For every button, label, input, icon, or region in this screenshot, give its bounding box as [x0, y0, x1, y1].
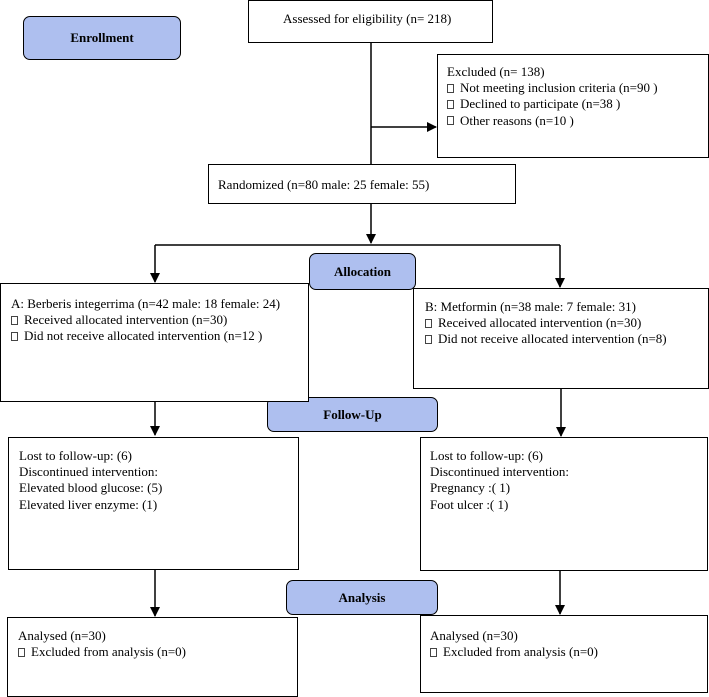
follow-up-right-line: Lost to follow-up: (6)	[430, 448, 544, 463]
follow-up-right-line: Discontinued intervention:	[430, 464, 570, 480]
randomized-text: Randomized (n=80 male: 25 female: 55)	[218, 177, 430, 192]
allocation-left-title: A: Berberis integerrima (n=42 male: 18 f…	[11, 296, 281, 311]
checkbox-icon	[11, 315, 18, 325]
analysis-left-box: Analysed (n=30) Excluded from analysis (…	[7, 617, 298, 697]
excluded-box: Excluded (n= 138) Not meeting inclusion …	[437, 54, 709, 158]
follow-up-right-box: Lost to follow-up: (6) Discontinued inte…	[420, 437, 708, 571]
checkbox-icon	[447, 99, 454, 109]
allocation-left-item: Did not receive allocated intervention (…	[11, 328, 280, 344]
checkbox-icon	[18, 647, 25, 657]
checkbox-icon	[425, 318, 432, 328]
checkbox-icon	[447, 116, 454, 126]
assessed-text: Assessed for eligibility (n= 218)	[283, 11, 452, 26]
allocation-right-title: B: Metformin (n=38 male: 7 female: 31)	[425, 299, 636, 314]
allocation-left-box: A: Berberis integerrima (n=42 male: 18 f…	[0, 283, 309, 402]
follow-up-left-line: Discontinued intervention:	[19, 464, 159, 480]
stage-label-enrollment: Enrollment	[23, 16, 181, 60]
allocation-right-box: B: Metformin (n=38 male: 7 female: 31) R…	[413, 288, 709, 389]
randomized-box: Randomized (n=80 male: 25 female: 55)	[208, 164, 516, 204]
follow-up-left-line: Elevated liver enzyme: (1)	[19, 496, 158, 512]
analysis-right-analysed: Analysed (n=30)	[430, 628, 518, 643]
checkbox-icon	[430, 647, 437, 657]
follow-up-left-box: Lost to follow-up: (6) Discontinued inte…	[8, 437, 299, 570]
checkbox-icon	[447, 83, 454, 93]
analysis-left-excluded: Excluded from analysis (n=0)	[18, 644, 186, 660]
checkbox-icon	[11, 331, 18, 341]
follow-up-left-line: Lost to follow-up: (6)	[19, 448, 133, 463]
allocation-left-item: Received allocated intervention (n=30)	[11, 312, 280, 328]
analysis-right-excluded: Excluded from analysis (n=0)	[430, 644, 598, 660]
follow-up-right-line: Pregnancy :( 1)	[430, 480, 511, 496]
allocation-right-item: Received allocated intervention (n=30)	[425, 315, 667, 331]
stage-label-allocation: Allocation	[309, 253, 416, 290]
excluded-title: Excluded (n= 138)	[447, 64, 545, 79]
excluded-item: Other reasons (n=10 )	[447, 113, 658, 129]
stage-label-follow-up: Follow-Up	[267, 397, 438, 432]
excluded-item: Declined to participate (n=38 )	[447, 96, 658, 112]
follow-up-right-line: Foot ulcer :( 1)	[430, 496, 509, 512]
assessed-box: Assessed for eligibility (n= 218)	[248, 0, 493, 43]
excluded-item: Not meeting inclusion criteria (n=90 )	[447, 80, 658, 96]
analysis-left-analysed: Analysed (n=30)	[18, 628, 106, 643]
stage-label-analysis: Analysis	[286, 580, 438, 615]
checkbox-icon	[425, 334, 432, 344]
analysis-right-box: Analysed (n=30) Excluded from analysis (…	[420, 615, 708, 693]
allocation-right-item: Did not receive allocated intervention (…	[425, 331, 667, 347]
follow-up-left-line: Elevated blood glucose: (5)	[19, 480, 163, 496]
